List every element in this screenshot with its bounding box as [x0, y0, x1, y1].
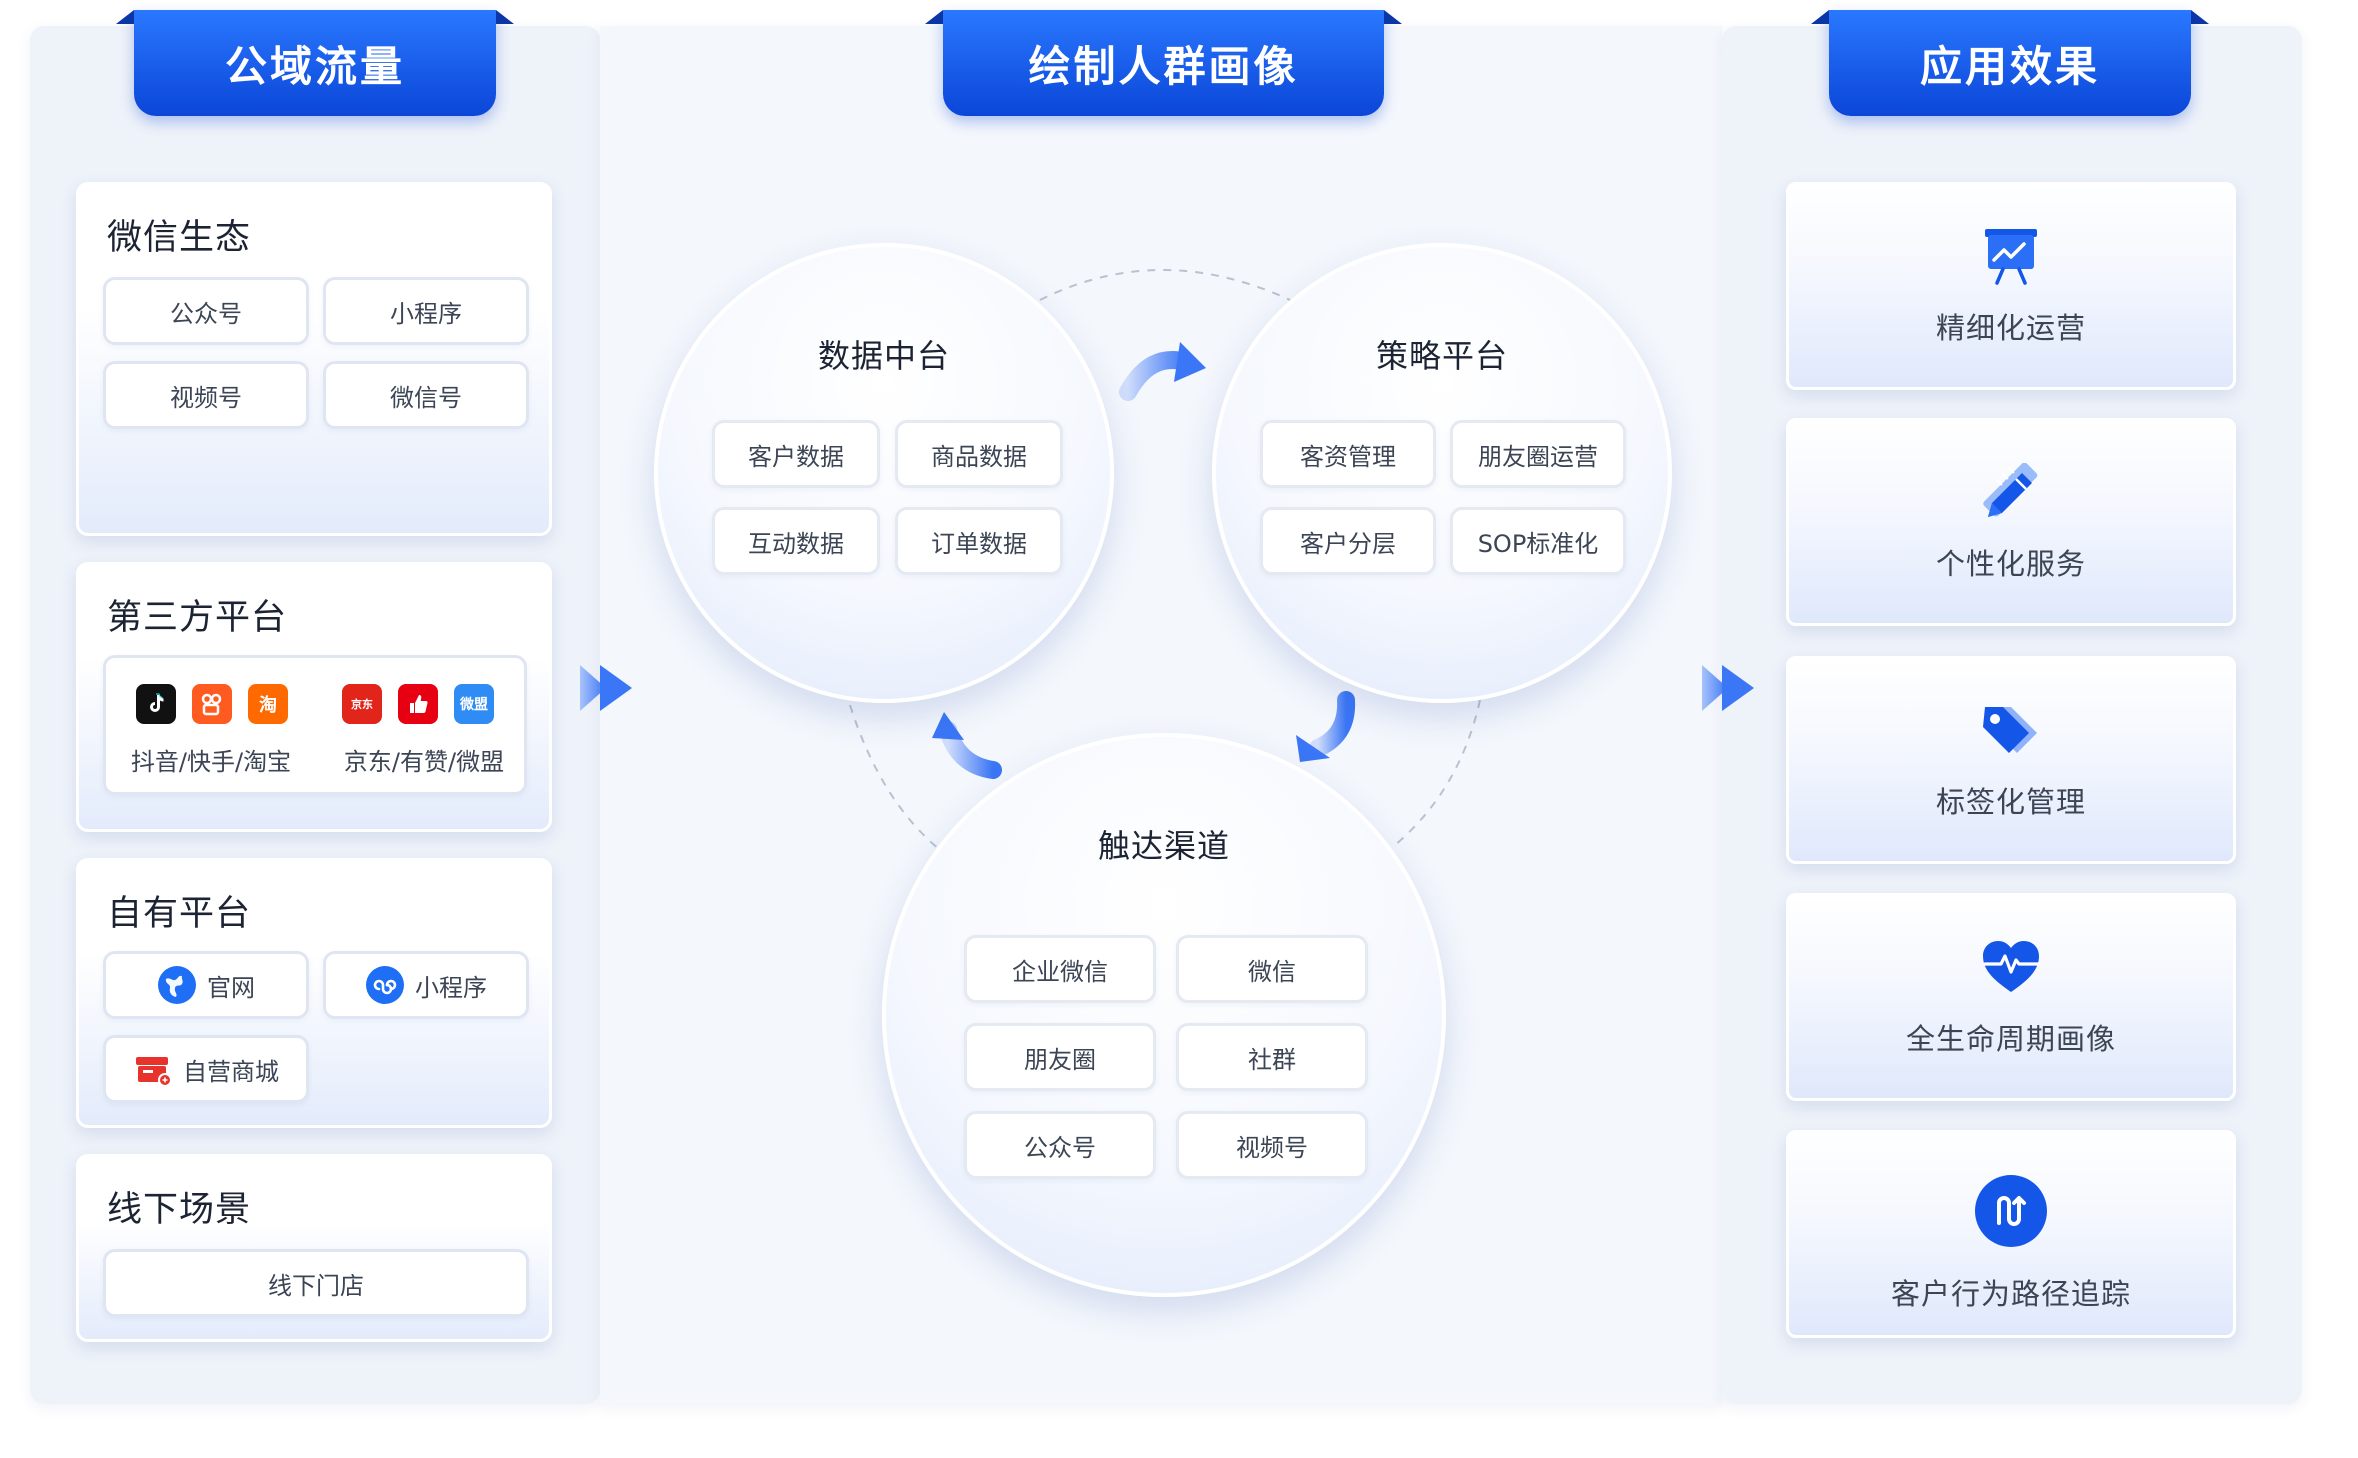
mini-program-icon — [366, 966, 404, 1004]
wechat-item-channels: 视频号 — [103, 361, 309, 429]
third-party-card: 第三方平台 淘 抖音/快手/淘宝 京东 微盟 京东/有赞/微盟 — [76, 562, 552, 832]
data-center-title: 数据中台 — [817, 337, 950, 375]
flow-arrow-strategy-to-reach — [1296, 691, 1356, 762]
own-item-mall: 自营商城 — [103, 1035, 309, 1103]
weimob-icon: 微盟 — [454, 684, 494, 724]
effect-card-refined-ops: 精细化运营 — [1786, 182, 2236, 390]
third-party-group2-label: 京东/有赞/微盟 — [343, 748, 505, 776]
strategy-item-moments-ops: 朋友圈运营 — [1450, 420, 1626, 488]
third-party-title: 第三方平台 — [107, 598, 288, 638]
logo-group-2: 京东 微盟 — [342, 684, 494, 724]
offline-title: 线下场景 — [107, 1190, 252, 1230]
path-trace-icon — [1975, 1175, 2047, 1247]
kuaishou-icon — [192, 684, 232, 724]
wechat-ecosystem-card: 微信生态 公众号 小程序 视频号 微信号 — [76, 182, 552, 536]
jd-icon: 京东 — [342, 684, 382, 724]
heart-pulse-icon — [1983, 941, 2041, 992]
own-item-mall-label: 自营商城 — [183, 1057, 279, 1086]
effect-label-refined-ops: 精细化运营 — [1935, 311, 2086, 345]
presentation-chart-icon — [1985, 229, 2037, 285]
effect-card-tag-mgmt: 标签化管理 — [1786, 656, 2236, 864]
strategy-circle: 策略平台 客资管理 朋友圈运营 客户分层 SOP标准化 — [1212, 243, 1672, 703]
column-header-public-traffic: 公域流量 — [116, 10, 514, 116]
strategy-title: 策略平台 — [1375, 337, 1508, 375]
wechat-ecosystem-title: 微信生态 — [107, 218, 252, 258]
reach-item-wecom: 企业微信 — [964, 935, 1156, 1003]
douyin-icon — [136, 684, 176, 724]
own-platform-title: 自有平台 — [107, 894, 252, 934]
own-item-website: 官网 — [103, 951, 309, 1019]
data-center-item-customer: 客户数据 — [712, 420, 880, 488]
strategy-item-segmentation: 客户分层 — [1260, 507, 1436, 575]
reach-item-moments: 朋友圈 — [964, 1023, 1156, 1091]
effect-label-path-trace: 客户行为路径追踪 — [1890, 1277, 2131, 1311]
own-item-website-label: 官网 — [207, 973, 255, 1002]
data-center-circle: 数据中台 客户数据 商品数据 互动数据 订单数据 — [654, 243, 1114, 703]
effect-card-lifecycle: 全生命周期画像 — [1786, 893, 2236, 1101]
chevron-middle-to-right-icon — [1702, 665, 1754, 711]
data-center-item-order: 订单数据 — [895, 507, 1063, 575]
third-party-box: 淘 抖音/快手/淘宝 京东 微盟 京东/有赞/微盟 — [103, 655, 527, 795]
tag-icon — [1983, 707, 2037, 753]
wechat-item-official-account: 公众号 — [103, 277, 309, 345]
effect-label-tag-mgmt: 标签化管理 — [1935, 785, 2086, 819]
effect-card-personalized-service: 个性化服务 — [1786, 418, 2236, 626]
data-center-item-interaction: 互动数据 — [712, 507, 880, 575]
pencil-ruler-icon — [1983, 463, 2038, 517]
strategy-item-sop: SOP标准化 — [1450, 507, 1626, 575]
flow-arrow-reach-to-data — [932, 712, 1002, 779]
offline-card: 线下场景 线下门店 — [76, 1154, 552, 1342]
wechat-item-wechat-account: 微信号 — [323, 361, 529, 429]
effect-card-path-trace: 客户行为路径追踪 — [1786, 1130, 2236, 1338]
own-item-mini-program-label: 小程序 — [415, 973, 487, 1002]
effect-label-lifecycle: 全生命周期画像 — [1905, 1022, 2116, 1056]
globe-icon — [158, 966, 196, 1004]
dashed-arc-top — [1039, 269, 1291, 301]
chevron-left-to-middle-icon — [580, 665, 632, 711]
third-party-group1-label: 抖音/快手/淘宝 — [130, 748, 292, 776]
reach-item-wechat: 微信 — [1176, 935, 1368, 1003]
flow-arrow-data-to-strategy — [1119, 342, 1206, 401]
reach-item-community: 社群 — [1176, 1023, 1368, 1091]
reach-channel-title: 触达渠道 — [1097, 827, 1230, 865]
data-center-item-product: 商品数据 — [895, 420, 1063, 488]
dashed-arc-left — [849, 704, 941, 851]
offline-item-store: 线下门店 — [103, 1249, 529, 1317]
strategy-item-lead-mgmt: 客资管理 — [1260, 420, 1436, 488]
store-icon — [136, 1057, 172, 1087]
wechat-item-mini-program: 小程序 — [323, 277, 529, 345]
column-header-effects: 应用效果 — [1811, 10, 2209, 116]
youzan-icon — [398, 684, 438, 724]
logo-group-1: 淘 — [136, 684, 288, 724]
reach-item-official-account: 公众号 — [964, 1111, 1156, 1179]
own-platform-card: 自有平台 官网 小程序 自营商城 — [76, 858, 552, 1128]
taobao-icon: 淘 — [248, 684, 288, 724]
own-item-mini-program: 小程序 — [323, 951, 529, 1019]
effect-label-personalized-service: 个性化服务 — [1935, 547, 2086, 581]
reach-item-channels: 视频号 — [1176, 1111, 1368, 1179]
column-header-portrait: 绘制人群画像 — [925, 10, 1402, 116]
reach-channel-circle: 触达渠道 企业微信 微信 朋友圈 社群 公众号 视频号 — [882, 733, 1446, 1297]
dashed-arc-right — [1394, 699, 1481, 846]
